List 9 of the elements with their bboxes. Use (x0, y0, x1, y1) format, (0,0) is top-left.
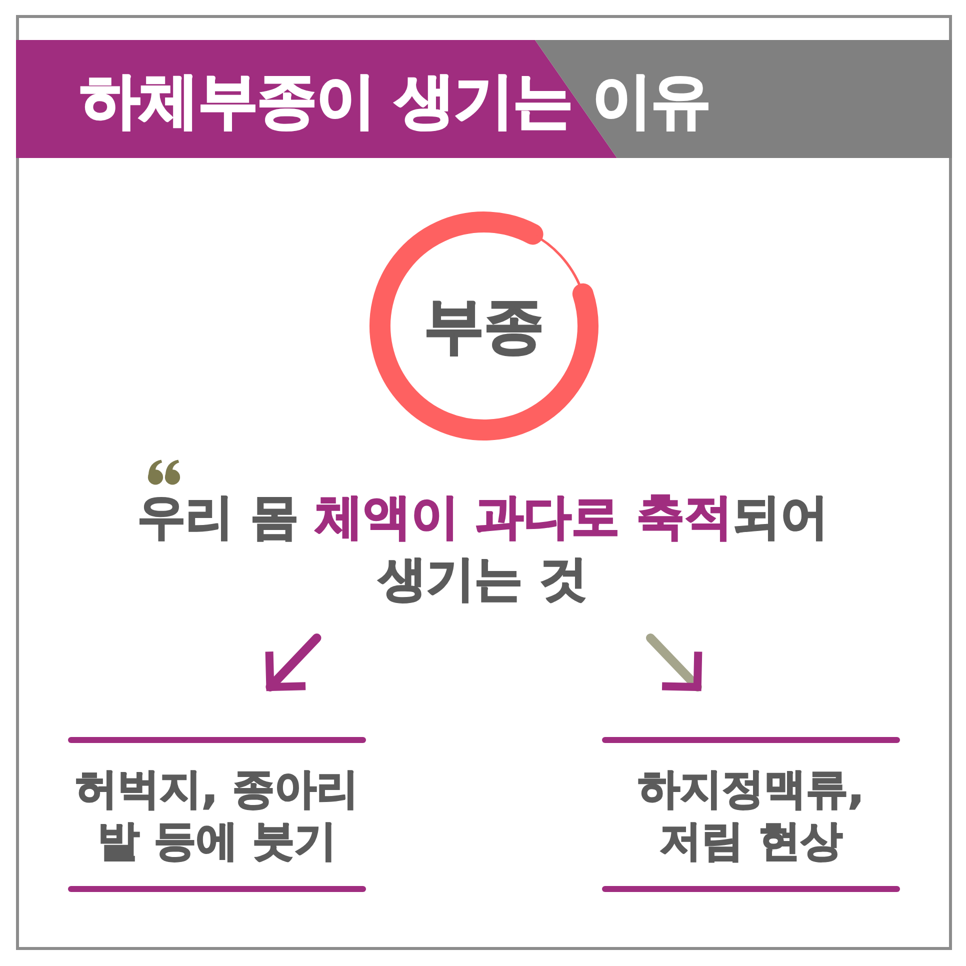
item-text: 허벅지, 종아리 발 등에 붓기 (74, 762, 360, 866)
arrow (646, 634, 702, 692)
title: 하체부종이 생기는 이유 (80, 70, 710, 132)
quote-text: 우리 몸 체액이 과다로 축적되어 생기는 것 (136, 488, 830, 609)
item-text: 하지정맥류, 저림 현상 (637, 762, 865, 866)
circle-label: 부종 (424, 293, 544, 359)
text-band (68, 737, 366, 892)
text-band (602, 737, 900, 892)
arrow (265, 634, 322, 692)
